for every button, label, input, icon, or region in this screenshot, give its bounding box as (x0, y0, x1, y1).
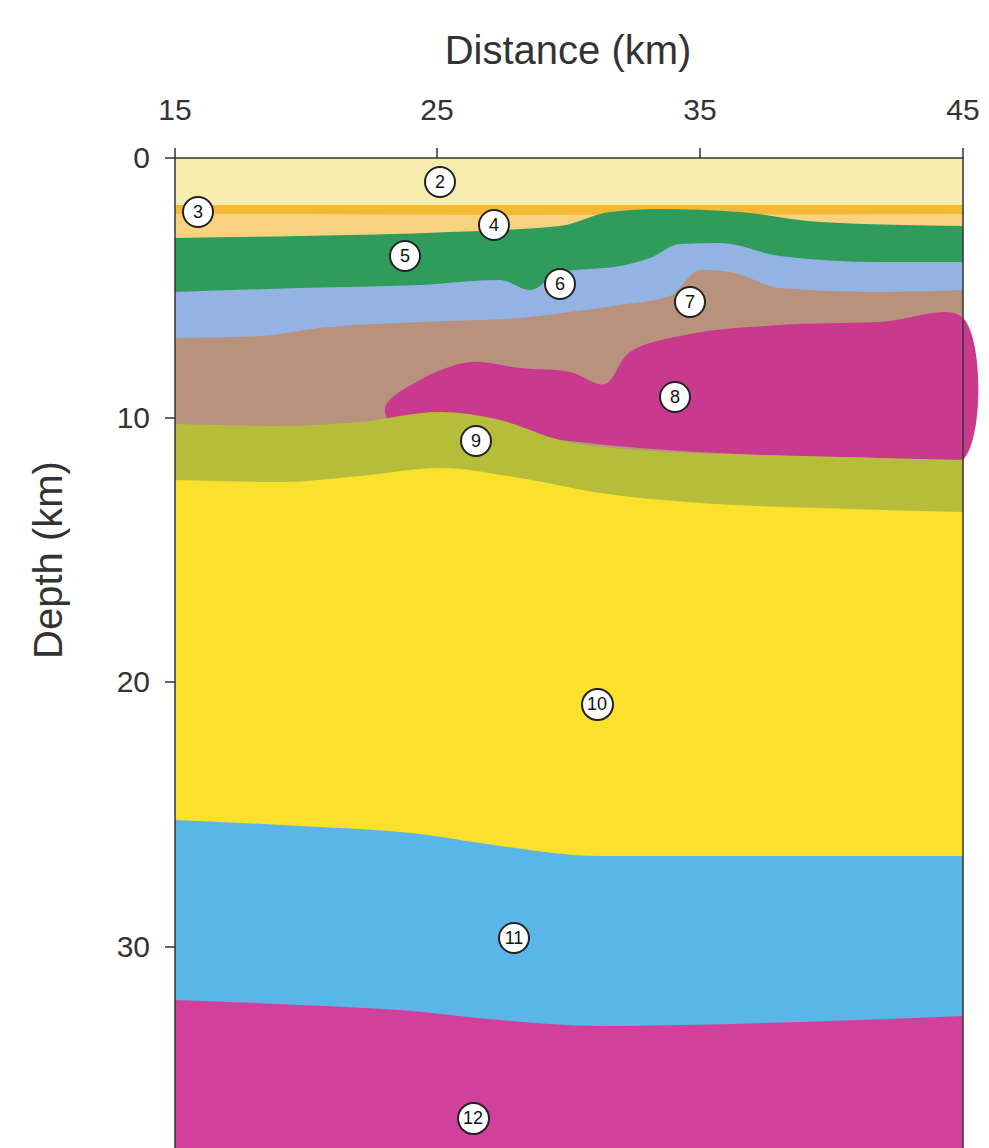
callout-number: 9 (460, 425, 492, 457)
axis-title: Distance (km) (445, 30, 692, 70)
callout-text: 11 (505, 929, 524, 947)
callout-text: 5 (400, 247, 410, 265)
callout-text: 7 (685, 293, 695, 311)
callout-text: 2 (435, 173, 445, 191)
rock-layer (175, 820, 963, 1148)
rock-layer (385, 312, 979, 466)
callout-text: 3 (193, 203, 203, 221)
callout-text: 6 (555, 275, 565, 293)
tick-label: 20 (117, 667, 150, 697)
tick-label: 0 (133, 143, 150, 173)
tick-label: 10 (117, 403, 150, 433)
rock-layer (175, 412, 963, 1148)
tick-mark (174, 148, 176, 158)
callout-text: 9 (471, 432, 481, 450)
callout-number: 8 (659, 381, 691, 413)
tick-label: 45 (946, 95, 979, 125)
tick-label: 35 (683, 95, 716, 125)
callout-number: 10 (581, 688, 614, 721)
callout-number: 5 (389, 240, 421, 272)
tick-mark (699, 148, 701, 158)
tick-mark (165, 417, 175, 419)
callout-number: 6 (544, 268, 576, 300)
tick-label: 25 (420, 95, 453, 125)
tick-mark (165, 157, 175, 159)
callout-number: 2 (424, 166, 456, 198)
callout-number: 3 (182, 196, 214, 228)
rock-layer (175, 468, 963, 1148)
callout-number: 7 (674, 286, 706, 318)
callout-number: 11 (498, 922, 530, 954)
tick-mark (165, 946, 175, 948)
callout-number: 4 (478, 209, 510, 241)
tick-mark (962, 148, 964, 158)
axis-title: Depth (km) (28, 461, 68, 659)
callout-text: 10 (587, 695, 607, 713)
rock-layer (175, 158, 963, 1148)
tick-mark (165, 681, 175, 683)
callout-text: 12 (463, 1109, 483, 1127)
callout-text: 8 (670, 388, 680, 406)
plot-frame (175, 158, 963, 1148)
callout-number: 12 (457, 1102, 490, 1135)
tick-mark (436, 148, 438, 158)
callout-text: 4 (489, 216, 499, 234)
tick-label: 30 (117, 932, 150, 962)
tick-label: 15 (158, 95, 191, 125)
rock-layer (175, 1000, 963, 1148)
